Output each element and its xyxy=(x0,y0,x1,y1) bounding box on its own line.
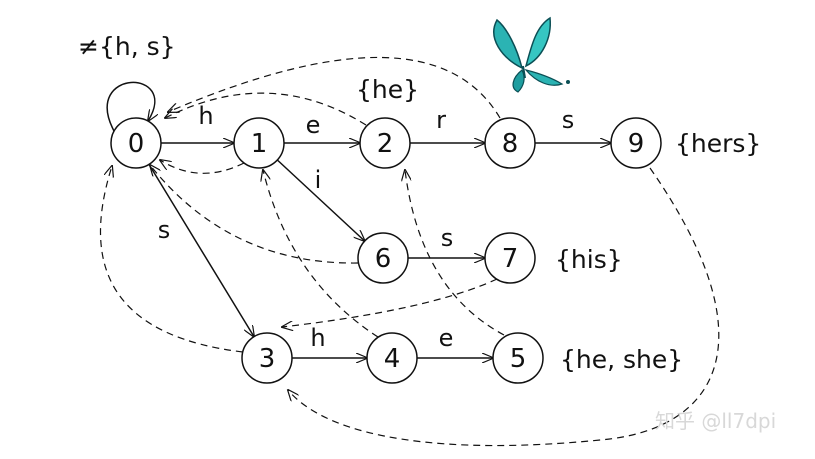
state-node-9 xyxy=(610,117,662,169)
fail-edge-6-0 xyxy=(150,165,359,264)
fail-edge-8-0 xyxy=(168,56,501,119)
state-node-3 xyxy=(241,332,293,384)
edge-label-8-9: s xyxy=(562,106,575,134)
state-label-1: 1 xyxy=(251,129,268,159)
fail-edge-5-2 xyxy=(405,170,505,336)
edge-label-0-3: s xyxy=(158,216,171,244)
state-label-8: 8 xyxy=(502,129,519,159)
edge-label-6-7: s xyxy=(441,224,454,252)
state-label-2: 2 xyxy=(377,129,394,159)
state-label-0: 0 xyxy=(128,129,145,159)
self-loop-edge-0 xyxy=(106,81,155,132)
state-node-8 xyxy=(484,117,536,169)
state-node-6 xyxy=(357,232,409,284)
state-label-3: 3 xyxy=(259,344,276,374)
state-node-2 xyxy=(359,117,411,169)
state-node-0 xyxy=(110,117,162,169)
output-label-9: {hers} xyxy=(675,129,761,158)
edge-label-2-8: r xyxy=(436,106,446,134)
state-label-9: 9 xyxy=(628,129,645,159)
fail-edge-4-1 xyxy=(263,170,379,338)
edge-label-1-2: e xyxy=(306,111,321,139)
output-label-2: {he} xyxy=(356,75,419,104)
fail-edge-7-3 xyxy=(282,278,498,327)
state-label-5: 5 xyxy=(510,344,527,374)
output-label-5: {he, she} xyxy=(560,345,683,374)
fail-edge-9-3 xyxy=(288,167,720,447)
edge-label-0-1: h xyxy=(198,102,213,130)
goto-edge-0-3 xyxy=(148,163,254,336)
state-label-4: 4 xyxy=(384,344,401,374)
self-loop-label: ≠{h, s} xyxy=(78,32,176,61)
state-node-1 xyxy=(233,117,285,169)
state-node-7 xyxy=(484,232,536,284)
edge-label-3-4: h xyxy=(310,324,325,352)
edge-label-1-6: i xyxy=(315,166,322,194)
output-label-7: {his} xyxy=(555,245,623,274)
state-node-5 xyxy=(492,332,544,384)
fail-edge-1-0 xyxy=(160,160,245,174)
edge-label-4-5: e xyxy=(439,324,454,352)
state-label-6: 6 xyxy=(375,244,392,274)
state-label-7: 7 xyxy=(502,244,519,274)
fail-edge-2-0 xyxy=(165,92,367,126)
goto-edge-1-6 xyxy=(276,159,364,241)
butterfly-icon xyxy=(493,16,570,93)
state-node-4 xyxy=(366,332,418,384)
fail-edge-3-0 xyxy=(99,166,244,353)
watermark-text: 知乎 @ll7dpi xyxy=(655,409,776,433)
